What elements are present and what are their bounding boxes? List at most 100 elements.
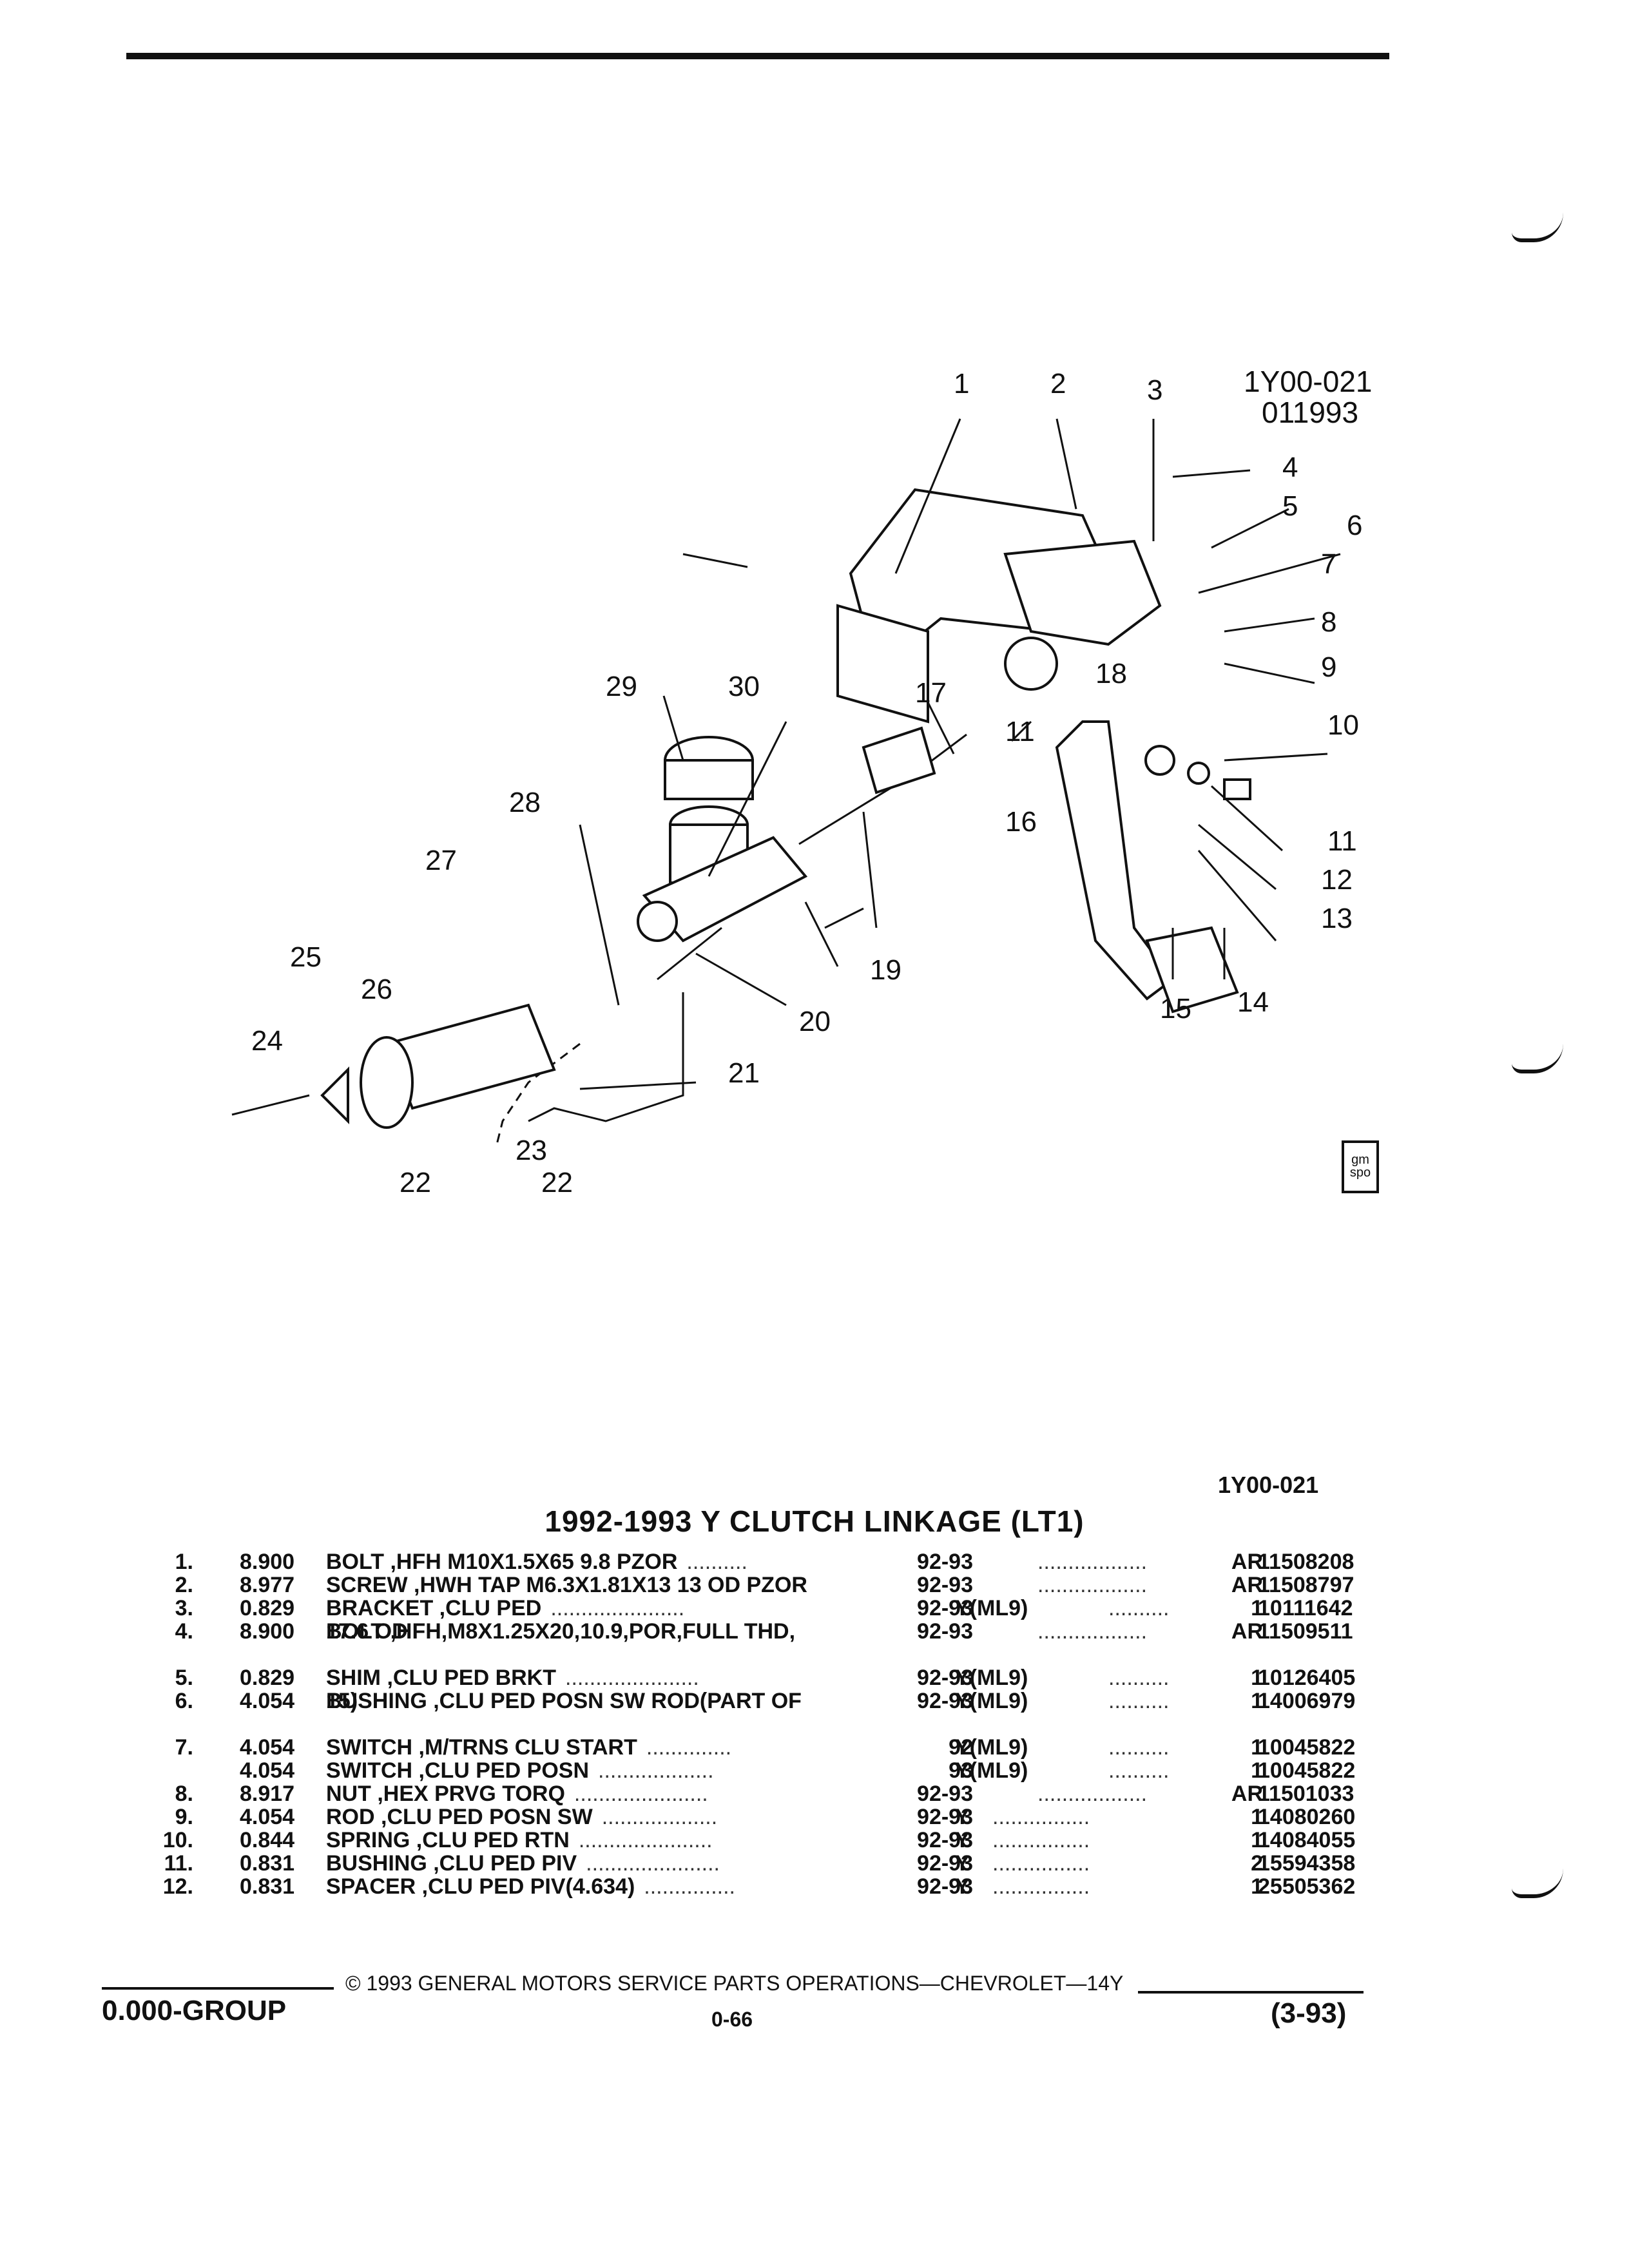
part-number-index: 7. [175, 1735, 193, 1760]
group-number: 0.831 [240, 1874, 295, 1899]
part-number: 14006979 [1258, 1689, 1356, 1713]
leader-dots: ................... [598, 1758, 714, 1783]
part-description: SPRING ,CLU PED RTN.....................… [326, 1829, 1022, 1852]
part-description: BUSHING ,CLU PED PIV....................… [326, 1852, 1022, 1875]
leader-dots: .................. [1037, 1573, 1148, 1597]
callout-24: 24 [251, 1025, 283, 1057]
edge-mark [1512, 1044, 1563, 1073]
part-description-text: SPACER ,CLU PED PIV(4.634) [326, 1874, 635, 1899]
part-description-text: SCREW ,HWH TAP M6.3X1.81X13 13 OD PZOR [326, 1573, 807, 1597]
leader-dots: .......... [686, 1550, 747, 1574]
usage-code: Y(ML9) [955, 1666, 1028, 1690]
callout-16: 16 [1005, 806, 1037, 838]
quantity: AR [1231, 1782, 1263, 1806]
part-description: NUT ,HEX PRVG TORQ...................... [326, 1782, 1022, 1805]
callout-29: 29 [606, 671, 637, 702]
callout-26: 26 [361, 974, 392, 1005]
footer-page-number: 0-66 [711, 2008, 753, 2031]
group-number: 4.054 [240, 1689, 295, 1713]
part-number: 11508797 [1258, 1573, 1354, 1597]
group-number: 4.054 [240, 1735, 295, 1760]
callout-10: 10 [1327, 709, 1359, 741]
part-description: SCREW ,HWH TAP M6.3X1.81X13 13 OD PZOR [326, 1573, 1022, 1597]
callout-11a: 11 [1005, 716, 1035, 747]
part-description: SPACER ,CLU PED PIV(4.634)..............… [326, 1875, 1022, 1898]
footer-date: (3-93) [1271, 1997, 1347, 2029]
part-number: 14084055 [1258, 1828, 1356, 1852]
leader-dots: ...................... [565, 1666, 699, 1690]
leader-dots: .................. [1037, 1782, 1148, 1806]
section-ref-code: 1Y00-021 [1218, 1472, 1319, 1498]
callout-2: 2 [1050, 368, 1066, 399]
part-number: 11508208 [1258, 1550, 1354, 1574]
callout-22b: 22 [541, 1167, 573, 1198]
edge-mark [1512, 213, 1563, 242]
callout-27: 27 [425, 845, 457, 876]
callout-5: 5 [1282, 490, 1298, 522]
part-number-index: 9. [175, 1805, 193, 1829]
callout-19: 19 [870, 954, 901, 986]
callout-8: 8 [1321, 606, 1336, 638]
usage-code: Y [955, 1851, 970, 1876]
quantity: 1 [1251, 1874, 1263, 1899]
slave-cylinder [231, 1003, 556, 1129]
callout-12: 12 [1321, 864, 1353, 896]
group-number: 0.844 [240, 1828, 295, 1852]
footer-rule-left [102, 1987, 334, 1990]
usage-code: Y [955, 1874, 970, 1899]
group-number: 8.977 [240, 1573, 295, 1597]
part-description: BRACKET ,CLU PED...................... [326, 1597, 1022, 1620]
part-description: BOLT ,HFH,M8X1.25X20,10.9,POR,FULL THD, [326, 1620, 1022, 1643]
part-description: SHIM ,CLU PED BRKT...................... [326, 1666, 1022, 1689]
model-years: 92-93 [917, 1689, 973, 1713]
footer-copyright: © 1993 GENERAL MOTORS SERVICE PARTS OPER… [345, 1972, 1124, 1995]
part-number: 11509511 [1258, 1619, 1353, 1644]
part-number-index: 12. [162, 1874, 193, 1899]
part-number: 10045822 [1258, 1735, 1356, 1760]
gm-spo-logo-icon: gm spo [1342, 1140, 1379, 1193]
bolt-1 [682, 553, 748, 568]
figure-date-code: 011993 [1262, 396, 1359, 429]
quantity: 1 [1251, 1828, 1263, 1852]
part-description: SWITCH ,CLU PED POSN................... [326, 1759, 1022, 1782]
part-number-index: 4. [175, 1619, 193, 1644]
leader-dots: ................ [992, 1851, 1090, 1876]
model-years: 92-93 [917, 1666, 973, 1690]
quantity: AR [1231, 1573, 1263, 1597]
callout-6: 6 [1347, 510, 1362, 541]
part-number: 14080260 [1258, 1805, 1356, 1829]
model-years: 92-93 [917, 1805, 973, 1829]
hydraulic-line [528, 992, 684, 1122]
group-number: 8.900 [240, 1550, 295, 1574]
callout-11b: 11 [1327, 825, 1357, 857]
usage-code: Y(ML9) [955, 1596, 1028, 1620]
leader-dots: .................. [1037, 1619, 1148, 1644]
usage-code: Y(ML9) [955, 1758, 1028, 1783]
part-description-text: BUSHING ,CLU PED POSN SW ROD(PART OF [326, 1689, 802, 1713]
quantity: 1 [1251, 1758, 1263, 1783]
leader-dots: ................ [992, 1874, 1090, 1899]
clutch-pedal [1055, 720, 1251, 1014]
model-years: 92-93 [917, 1782, 973, 1806]
leader-dots: .......... [1108, 1596, 1170, 1620]
callout-3: 3 [1147, 374, 1162, 406]
part-number-index: 2. [175, 1573, 193, 1597]
model-years: 92-93 [917, 1619, 973, 1644]
usage-code: Y(ML9) [955, 1735, 1028, 1760]
part-description-text: BOLT ,HFH,M8X1.25X20,10.9,POR,FULL THD, [326, 1619, 796, 1644]
part-description-text: NUT ,HEX PRVG TORQ [326, 1782, 565, 1806]
model-years: 92-93 [917, 1550, 973, 1574]
model-years: 92-93 [917, 1573, 973, 1597]
model-years: 92 [949, 1735, 973, 1760]
